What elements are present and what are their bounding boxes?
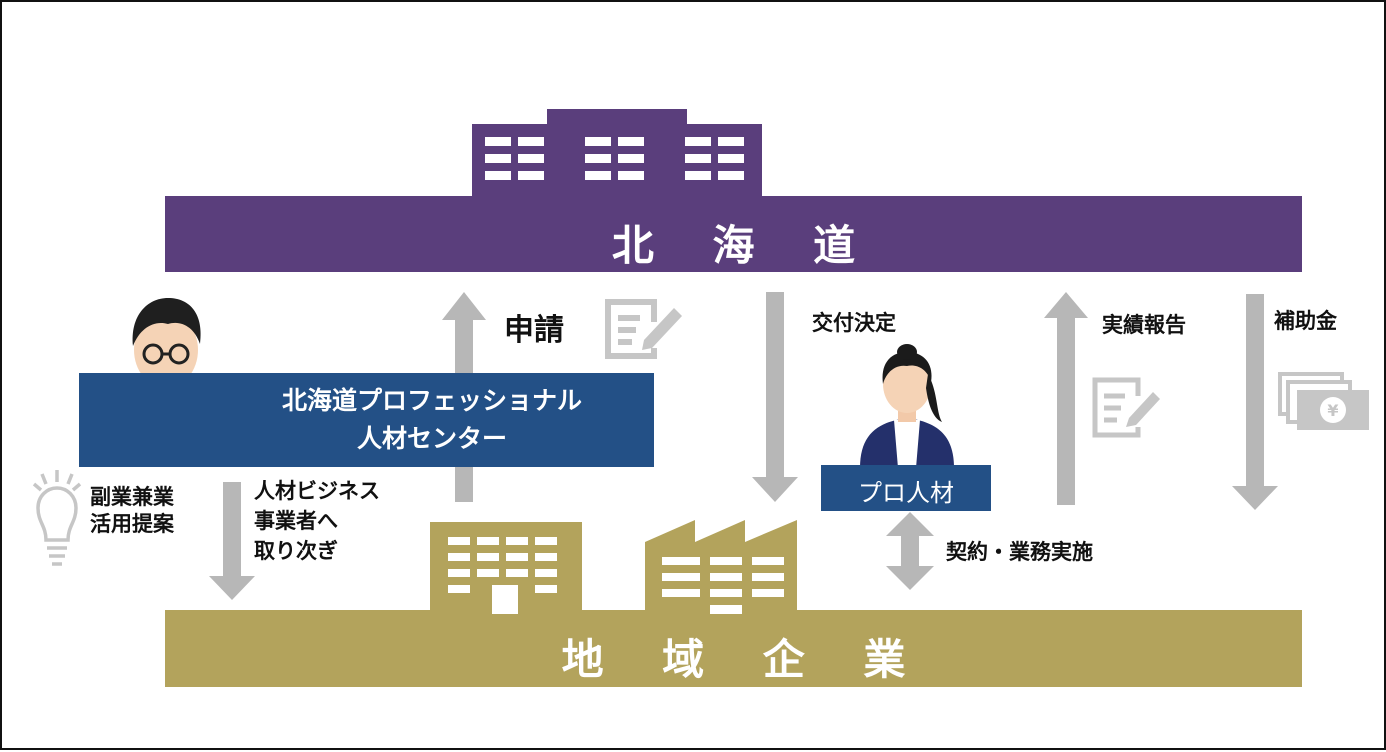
contract-label: 契約・業務実施: [946, 540, 1093, 564]
document-edit-icon: [1092, 377, 1160, 438]
svg-text:¥: ¥: [1327, 401, 1338, 420]
contract-arrow: [886, 512, 934, 590]
referral-line2: 事業者へ: [254, 509, 338, 533]
company-band: [165, 610, 1302, 687]
referral-line1: 人材ビジネス: [254, 479, 380, 503]
hokkaido-band: [165, 196, 1302, 272]
pro-talent-box: [821, 465, 991, 511]
referral-arrow: [209, 482, 255, 600]
talent-center-box: [79, 373, 654, 467]
performance-report-label: 実績報告: [1102, 313, 1186, 337]
application-label: 申請: [504, 313, 564, 348]
talent-center-label-line1: 北海道プロフェッショナル: [281, 386, 582, 415]
hokkaido-label: 北 海 道: [611, 221, 878, 270]
performance-report-arrow: [1044, 292, 1088, 505]
document-edit-icon: [605, 299, 682, 359]
businesswoman-icon: [860, 344, 954, 468]
subsidy-arrow: [1232, 294, 1278, 510]
grant-decision-label: 交付決定: [812, 311, 896, 335]
side-job-proposal-line2: 活用提案: [90, 512, 174, 536]
talent-center-label-line2: 人材センター: [356, 424, 507, 453]
factory-icon: [645, 520, 797, 614]
side-job-proposal-line1: 副業兼業: [90, 485, 174, 509]
company-label: 地 域 企 業: [561, 635, 928, 684]
office-building-icon: [430, 522, 582, 614]
lightbulb-icon: [32, 470, 82, 566]
referral-line3: 取り次ぎ: [254, 539, 338, 563]
grant-decision-arrow: [752, 292, 798, 502]
yen-banknotes-icon: ¥: [1278, 372, 1369, 430]
government-building-icon: [472, 109, 762, 199]
subsidy-label: 補助金: [1274, 309, 1337, 333]
pro-talent-label: プロ人材: [858, 479, 954, 507]
